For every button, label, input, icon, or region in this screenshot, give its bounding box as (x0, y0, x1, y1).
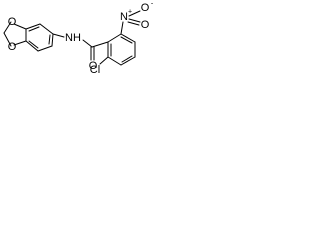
bond-c6-c7 (39, 23, 54, 35)
bond-ch2-o2 (3, 32, 12, 47)
bond-o1-ch2 (3, 21, 12, 34)
atom-label-o1: O (8, 16, 17, 28)
bond-ring-cl (99, 56, 109, 65)
bond-r3-r4-inner (121, 55, 133, 63)
amide-linker (52, 33, 109, 61)
bond-r5-r6-inner (120, 36, 133, 44)
bond-o1-c7a (13, 23, 27, 30)
atom-label-nitro-o-bottom: O (141, 19, 150, 31)
bond-r6-r1 (107, 33, 122, 43)
atom-label-nitro-o-top: O (141, 2, 150, 14)
bond-c3a-c4 (25, 40, 39, 52)
chemical-structure-diagram: O O NH O N + O - O Cl (3, 1, 154, 77)
bond-r5-r6 (120, 33, 136, 43)
benzodioxole-benzene-ring (25, 23, 54, 52)
bond-c6-nh (52, 33, 65, 38)
bond-nitro-n-o-top (128, 10, 141, 17)
bond-ring-nitro-n (120, 21, 124, 35)
bond-nitro-n-o-bottom-a (128, 18, 141, 23)
bond-o2-c3a (13, 40, 27, 46)
bond-c7-c7a (25, 23, 41, 30)
bond-c5-c6 (51, 33, 54, 47)
bond-c5-c6-inner (48, 34, 51, 45)
dioxole-ring (3, 21, 27, 47)
bond-nh-carbonyl-c (82, 39, 93, 48)
atom-label-nitro-n-charge: + (128, 9, 132, 16)
atom-label-o2: O (8, 41, 17, 53)
atom-label-nh: NH (65, 32, 81, 44)
bond-r3-r4 (120, 56, 136, 66)
substituents (99, 10, 141, 65)
atom-label-nitro-n: N (120, 11, 128, 23)
bond-carbonyl-c-aryl (91, 41, 109, 48)
chloronitrophenyl-ring (107, 33, 136, 66)
bond-nitro-n-o-bottom-b (127, 21, 140, 26)
bond-c7-c7a-inner (28, 26, 40, 32)
atom-labels: O O NH O N + O - O Cl (8, 1, 154, 77)
atom-label-cl: Cl (90, 64, 100, 76)
atom-label-carbonyl-o: O (89, 60, 98, 72)
bond-c4-c5 (37, 45, 53, 52)
bond-c3a-c4-inner (28, 40, 39, 49)
atom-label-nitro-o-top-charge: - (151, 1, 154, 8)
bond-r2-r3 (107, 56, 122, 66)
